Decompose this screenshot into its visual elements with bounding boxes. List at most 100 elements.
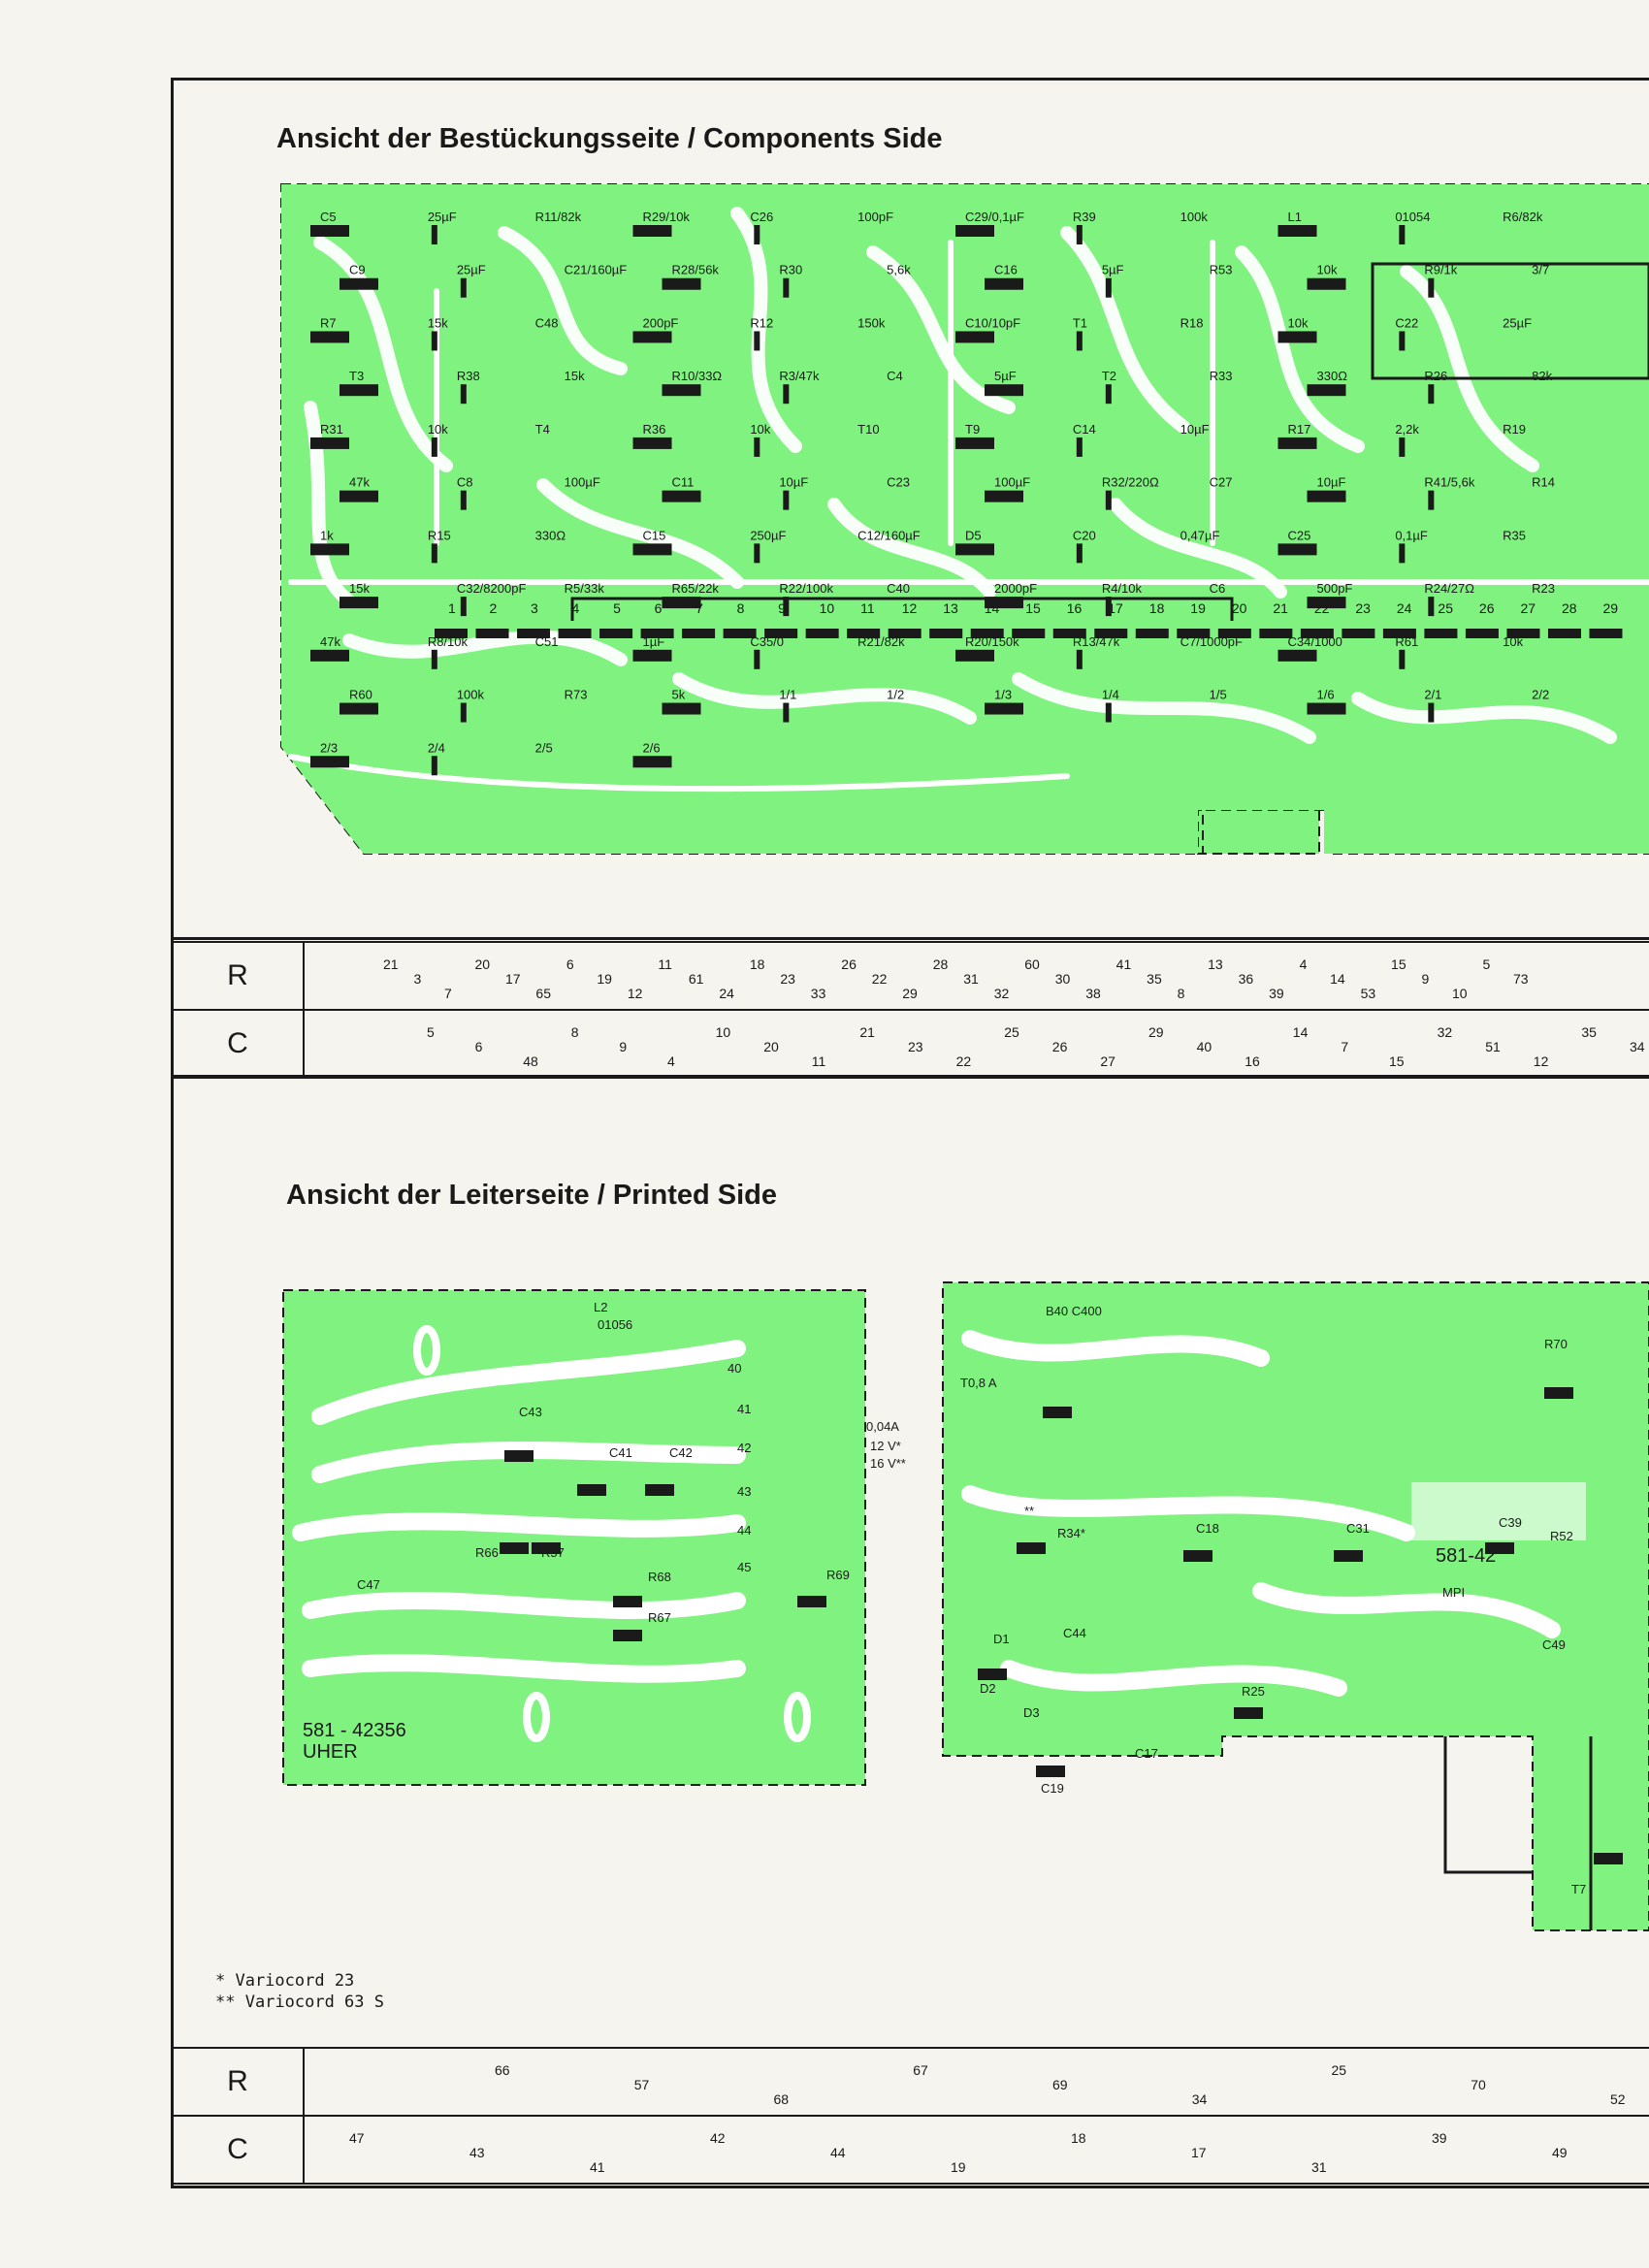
component-label: R6/82k	[1503, 210, 1543, 224]
component-label: C49	[1542, 1637, 1566, 1652]
terminal-pad	[517, 629, 551, 638]
terminal-pad	[1177, 629, 1211, 638]
component-label: 01056	[598, 1317, 632, 1332]
component-symbol	[645, 1484, 674, 1496]
c-reference-number: 27	[1100, 1053, 1116, 1069]
component-label: 100µF	[994, 475, 1030, 490]
component-label: 2/6	[643, 740, 661, 755]
component-label: C39	[1499, 1515, 1522, 1530]
resistor-symbol	[1277, 331, 1317, 343]
resistor-symbol	[632, 649, 672, 662]
resistor-symbol	[310, 543, 349, 556]
component-label: 82k	[1532, 369, 1552, 383]
component-label: 2/1	[1424, 688, 1441, 702]
component-label: 25µF	[1503, 315, 1532, 330]
capacitor-symbol	[1105, 384, 1112, 405]
terminal-pin-number: 7	[695, 600, 703, 616]
resistor-symbol	[1277, 649, 1317, 662]
component-label: R3/47k	[779, 369, 820, 383]
terminal-pad	[435, 629, 468, 638]
terminal-pad	[1094, 629, 1128, 638]
capacitor-symbol	[1428, 384, 1435, 405]
component-label: C29/0,1µF	[965, 210, 1024, 224]
terminal-pad	[805, 629, 839, 638]
resistor-symbol	[662, 384, 701, 397]
capacitor-symbol	[783, 702, 790, 723]
component-label: C12/160µF	[857, 528, 921, 542]
components-side-title: Ansicht der Bestückungsseite / Component…	[276, 123, 943, 154]
r-reference-number: 60	[1024, 956, 1040, 972]
capacitor-symbol	[783, 384, 790, 405]
terminal-pin-number: 17	[1108, 600, 1123, 616]
component-label: 10µF	[1180, 422, 1210, 437]
component-label: R15	[428, 528, 451, 542]
component-label: C21/160µF	[565, 263, 628, 277]
printed-side-title: Ansicht der Leiterseite / Printed Side	[286, 1180, 778, 1211]
component-label: C10/10pF	[965, 315, 1020, 330]
terminal-pin-number: 24	[1397, 600, 1412, 616]
component-label: T3	[349, 369, 364, 383]
component-label: C42	[669, 1445, 693, 1460]
capacitor-symbol	[754, 225, 760, 244]
component-label: R5/33k	[565, 581, 605, 596]
r-reference-number: 34	[1191, 2091, 1208, 2107]
resistor-symbol	[310, 649, 349, 662]
resistor-symbol	[955, 331, 994, 343]
component-label: 10k	[1317, 263, 1338, 277]
component-label: C47	[357, 1577, 380, 1592]
terminal-pad	[929, 629, 963, 638]
c-reference-number: 49	[1552, 2145, 1568, 2160]
component-label: 41	[737, 1402, 751, 1416]
c-reference-number: 12	[1533, 1053, 1549, 1069]
component-label: C27	[1210, 475, 1233, 490]
component-label: R65/22k	[672, 581, 720, 596]
component-label: 5k	[672, 688, 686, 702]
terminal-pad	[1547, 629, 1581, 638]
resistor-symbol	[662, 490, 701, 502]
c-reference-number: 26	[1051, 1039, 1068, 1054]
r-reference-number: 20	[474, 956, 491, 972]
component-label: 0,1µF	[1395, 528, 1428, 542]
component-label: R18	[1180, 315, 1204, 330]
r-reference-number: 17	[504, 971, 521, 987]
component-label: C44	[1063, 1626, 1086, 1640]
component-label: **	[1024, 1504, 1034, 1518]
c-reference-number: 34	[1630, 1039, 1645, 1054]
row-header-c: C	[173, 1011, 305, 1077]
terminal-pin-number: 16	[1067, 600, 1083, 616]
terminal-pin-number: 15	[1025, 600, 1041, 616]
c-reference-number: 25	[1004, 1024, 1019, 1040]
component-label: 0,04A	[866, 1419, 899, 1434]
component-label: R73	[565, 688, 588, 702]
component-label: 2/3	[320, 740, 338, 755]
c-reference-number: 17	[1191, 2145, 1207, 2160]
resistor-symbol	[632, 756, 672, 768]
r-reference-number: 9	[1421, 971, 1430, 987]
resistor-symbol	[955, 437, 994, 449]
terminal-pin-number: 28	[1562, 600, 1577, 616]
component-label: R14	[1532, 475, 1555, 490]
component-label: C5	[320, 210, 337, 224]
capacitor-symbol	[1428, 490, 1435, 510]
r-reference-number: 14	[1330, 971, 1345, 987]
component-label: 10k	[750, 422, 770, 437]
capacitor-symbol	[1105, 597, 1112, 617]
component-symbol	[1594, 1853, 1623, 1864]
terminal-pad	[1300, 629, 1334, 638]
component-label: R35	[1503, 528, 1526, 542]
component-label: R52	[1550, 1529, 1573, 1543]
resistor-symbol	[310, 756, 349, 768]
separator-middle	[173, 1075, 1649, 1078]
component-label: 100µF	[565, 475, 600, 490]
c-reference-number: 6	[474, 1039, 483, 1054]
capacitor-symbol	[1399, 437, 1406, 457]
r-reference-number: 22	[871, 971, 888, 987]
capacitor-symbol	[1105, 490, 1112, 510]
component-label: 1/4	[1102, 688, 1119, 702]
resistor-symbol	[340, 277, 378, 290]
component-label: R23	[1532, 581, 1555, 596]
component-label: T1	[1073, 315, 1087, 330]
